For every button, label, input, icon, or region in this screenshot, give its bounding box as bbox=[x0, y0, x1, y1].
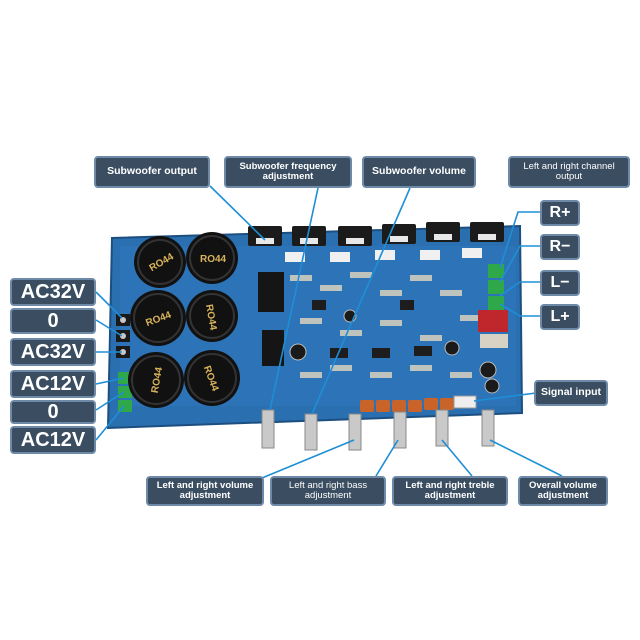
cap-mark-5: RO44 bbox=[150, 366, 165, 394]
label-r-plus: R+ bbox=[540, 200, 580, 226]
label-l-minus: L− bbox=[540, 270, 580, 296]
line-overall-volume bbox=[489, 439, 563, 477]
line-subwoofer-output bbox=[209, 185, 266, 241]
relay-base bbox=[480, 334, 508, 348]
label-ac12v-bottom: AC12V bbox=[10, 426, 96, 454]
label-zero-top: 0 bbox=[10, 308, 96, 334]
label-subwoofer-volume: Subwoofer volume bbox=[362, 156, 476, 188]
line-zero-top bbox=[95, 319, 123, 337]
label-subwoofer-frequency-adjustment: Subwoofer frequency adjustment bbox=[224, 156, 352, 188]
label-signal-input: Signal input bbox=[534, 380, 608, 406]
connector-row bbox=[285, 248, 482, 262]
transistor-tabs bbox=[256, 234, 496, 244]
black-block bbox=[258, 272, 284, 312]
film-capacitors bbox=[360, 398, 454, 412]
label-lr-volume-adjustment: Left and right volume adjustment bbox=[146, 476, 264, 506]
line-subwoofer-volume bbox=[311, 187, 411, 415]
line-subwoofer-frequency bbox=[269, 187, 319, 411]
label-ac12v-top: AC12V bbox=[10, 370, 96, 398]
small-capacitors bbox=[267, 309, 500, 394]
line-r-minus bbox=[499, 245, 540, 283]
potentiometers bbox=[261, 409, 495, 451]
signal-input-jack bbox=[453, 395, 477, 409]
terminal-screws bbox=[120, 317, 126, 355]
line-lr-volume bbox=[261, 439, 355, 479]
label-lr-bass-adjustment: Left and right bass adjustment bbox=[270, 476, 386, 506]
label-zero-bottom: 0 bbox=[10, 400, 96, 424]
line-ac12v-top bbox=[95, 377, 125, 385]
label-ac32v-bottom: AC32V bbox=[10, 338, 96, 366]
line-ac12v-bottom bbox=[95, 405, 125, 441]
cap-mark-4: RO44 bbox=[203, 303, 218, 331]
line-l-minus bbox=[499, 281, 540, 297]
cap-mark-2: RO44 bbox=[200, 254, 227, 265]
label-r-minus: R− bbox=[540, 234, 580, 260]
label-lr-channel-output: Left and right channel output bbox=[508, 156, 630, 188]
line-lr-treble bbox=[441, 439, 473, 477]
label-l-plus: L+ bbox=[540, 304, 580, 330]
line-signal-input bbox=[473, 392, 537, 402]
black-block-2 bbox=[262, 330, 284, 366]
line-r-plus bbox=[499, 211, 540, 269]
line-ac32v-top bbox=[95, 291, 123, 319]
large-capacitors bbox=[128, 232, 240, 408]
label-lr-treble-adjustment: Left and right treble adjustment bbox=[392, 476, 508, 506]
small-components bbox=[290, 272, 482, 378]
line-l-plus bbox=[499, 303, 540, 317]
relay bbox=[478, 310, 508, 332]
label-ac32v-top: AC32V bbox=[10, 278, 96, 306]
label-overall-volume-adjustment: Overall volume adjustment bbox=[518, 476, 608, 506]
line-zero-bottom bbox=[95, 391, 125, 411]
line-lr-bass bbox=[375, 439, 399, 477]
label-subwoofer-output: Subwoofer output bbox=[94, 156, 210, 188]
